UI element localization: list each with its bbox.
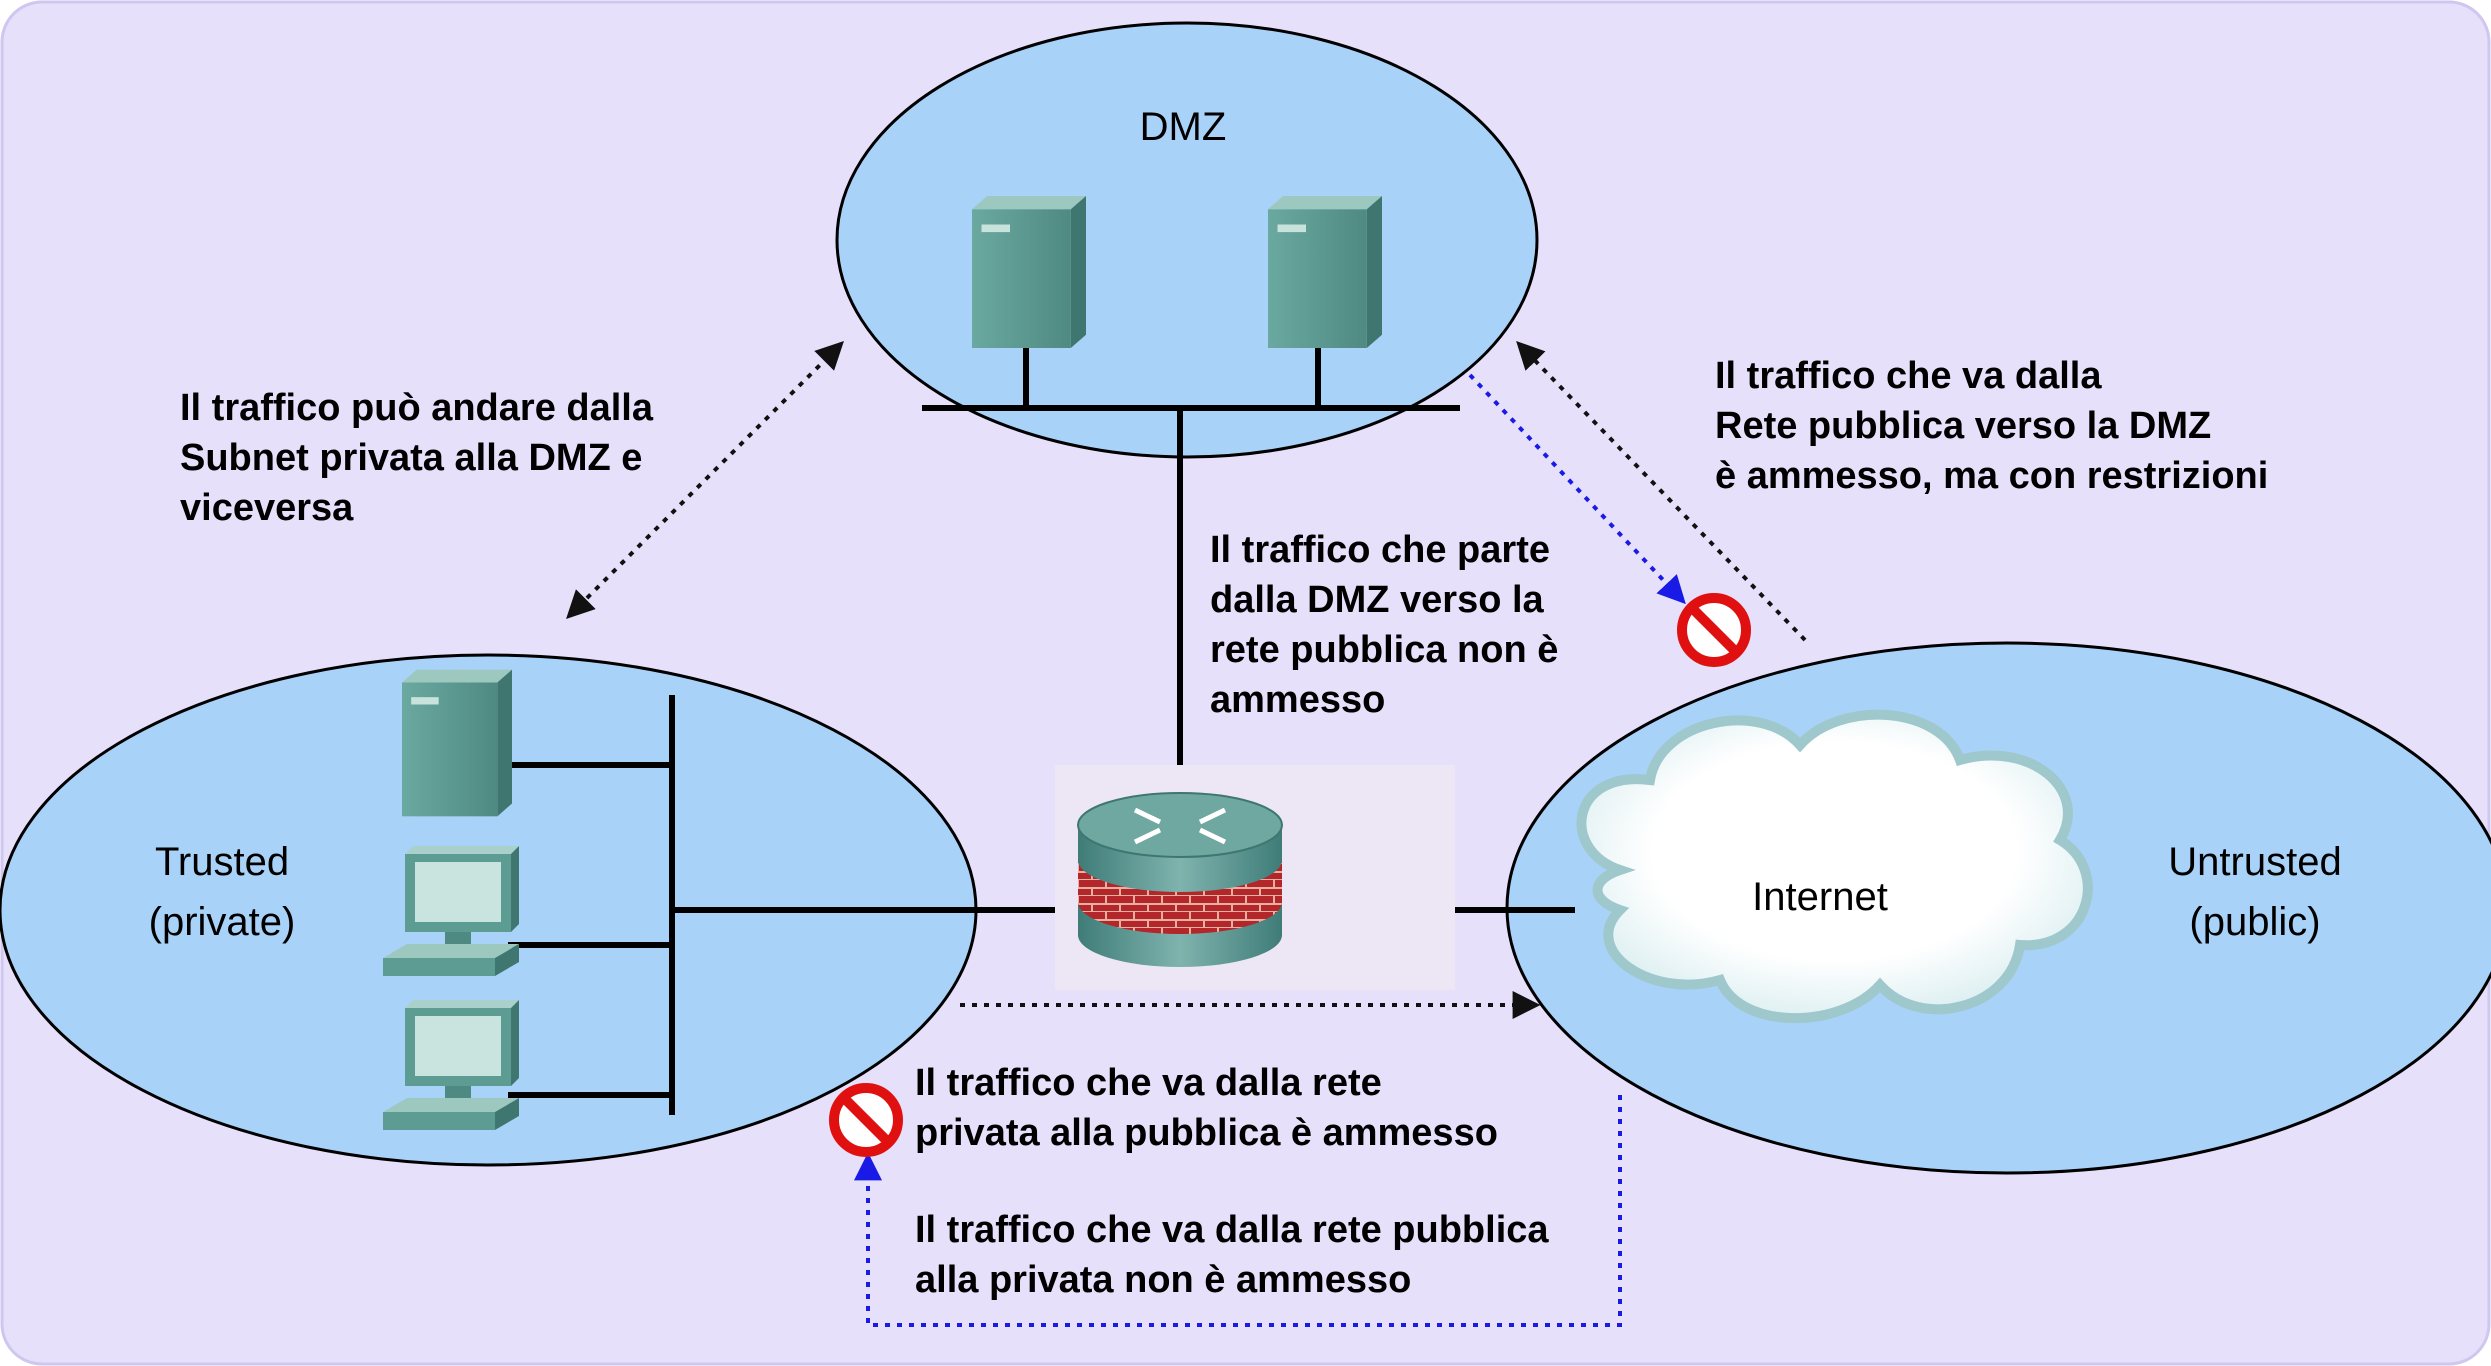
note-public-to-dmz: Il traffico che va dalla Rete pubblica v…	[1715, 355, 2268, 497]
trusted-sublabel: (private)	[149, 900, 296, 944]
dmz-server-right-icon	[1268, 196, 1382, 348]
dmz-server-left-icon	[972, 196, 1086, 348]
note-private-dmz: Il traffico può andare dalla Subnet priv…	[180, 387, 654, 529]
note-line: Il traffico che parte	[1210, 529, 1550, 571]
note-line: è ammesso, ma con restrizioni	[1715, 455, 2268, 497]
note-line: alla privata non è ammesso	[915, 1259, 1411, 1301]
note-line: ammesso	[1210, 679, 1385, 721]
untrusted-sublabel: (public)	[2189, 900, 2320, 944]
no-entry-icon	[829, 1083, 903, 1157]
note-line: Il traffico può andare dalla	[180, 387, 654, 429]
note-line: Subnet privata alla DMZ e	[180, 437, 642, 479]
dmz-label: DMZ	[1140, 105, 1227, 149]
note-line: rete pubblica non è	[1210, 629, 1558, 671]
note-line: privata alla pubblica è ammesso	[915, 1112, 1498, 1154]
dmz-zone	[835, 21, 1539, 459]
internet-label: Internet	[1752, 875, 1888, 919]
trusted-label: Trusted	[155, 840, 289, 884]
note-line: Il traffico che va dalla rete pubblica	[915, 1209, 1549, 1251]
untrusted-label: Untrusted	[2168, 840, 2341, 884]
note-private-to-public: Il traffico che va dalla rete privata al…	[915, 1062, 1498, 1154]
dmz-to-public-denied-arrow	[1468, 373, 1686, 605]
public-to-dmz-arrow	[1516, 340, 1807, 642]
note-public-to-private: Il traffico che va dalla rete pubblica a…	[915, 1209, 1549, 1301]
internet-cloud-icon	[1576, 709, 2093, 1024]
note-line: dalla DMZ verso la	[1210, 579, 1545, 621]
private-dmz-bidirectional-arrow	[566, 341, 844, 619]
note-line: Rete pubblica verso la DMZ	[1715, 405, 2211, 447]
firewall-router-icon	[1055, 765, 1455, 990]
note-line: Il traffico che va dalla	[1715, 355, 2102, 397]
note-line: viceversa	[180, 487, 354, 529]
note-line: Il traffico che va dalla rete	[915, 1062, 1382, 1104]
no-entry-icon	[1677, 593, 1751, 667]
trusted-server-icon	[402, 669, 512, 817]
note-dmz-to-public: Il traffico che parte dalla DMZ verso la…	[1210, 529, 1558, 721]
